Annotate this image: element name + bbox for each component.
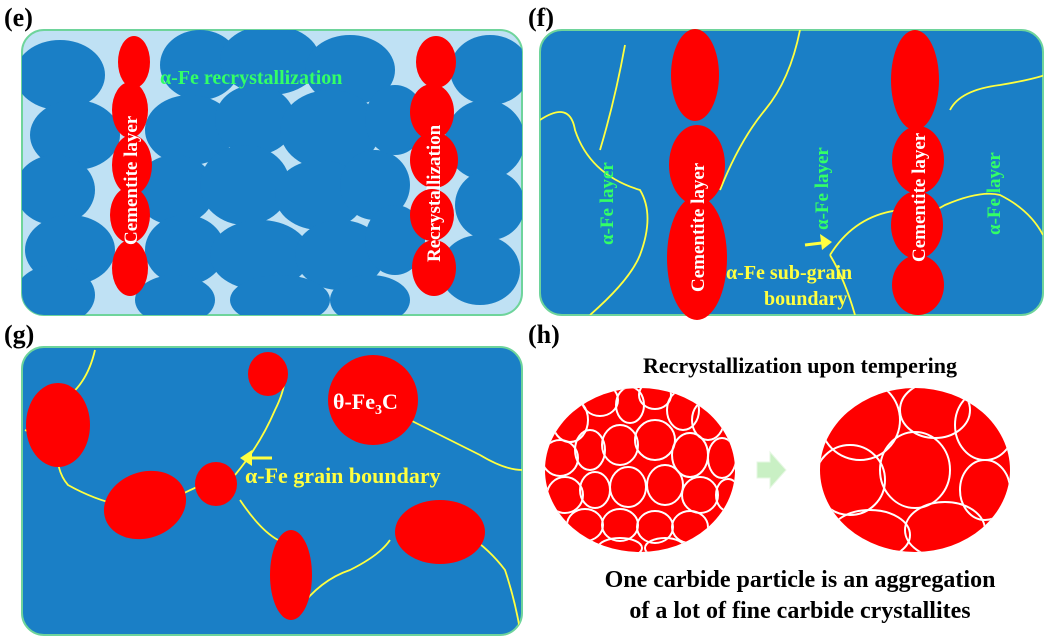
panel-g: (g) θ-Fe3C α-Fe grain boundary [4,320,522,635]
panel-h: (h) Recrystallization upon tempering [528,320,1015,624]
panel-label-e: (e) [4,3,33,32]
recrystallization-title: Recrystallization upon tempering [643,353,957,378]
panel-e: (e) [4,3,530,325]
caption-line-2: of a lot of fine carbide crystallites [629,598,970,624]
panel-label-f: (f) [528,3,554,32]
cementite-layer-label-e: Cementite layer [121,115,142,245]
alpha-fe-layer-left-label: α-Fe layer [597,162,618,245]
theta-fe3c-label: θ-Fe3C [333,389,398,418]
subgrain-boundary-label-line1: α-Fe sub-grain [726,262,852,284]
cementite-layer-left-label: Cementite layer [688,162,709,292]
transformation-arrow [757,452,786,488]
alpha-fe-layer-mid-label: α-Fe layer [812,147,833,230]
caption-line-1: One carbide particle is an aggregation [605,567,996,593]
subgrain-boundary-label-line2: boundary [764,288,847,310]
alpha-fe-grain-boundary-label: α-Fe grain boundary [245,463,441,488]
recrystallization-vertical-label: Recrystallization [424,124,445,262]
alpha-fe-recrystallization-label: α-Fe recrystallization [160,67,342,89]
panel-f: (f) α-Fe layer Cementite layer α-Fe laye… [528,3,1045,320]
panel-label-g: (g) [4,320,34,349]
carbide-after [820,388,1010,552]
alpha-fe-layer-right-label: α-Fe layer [984,152,1005,235]
panel-label-h: (h) [528,320,560,349]
cementite-layer-right-label: Cementite layer [909,132,930,262]
